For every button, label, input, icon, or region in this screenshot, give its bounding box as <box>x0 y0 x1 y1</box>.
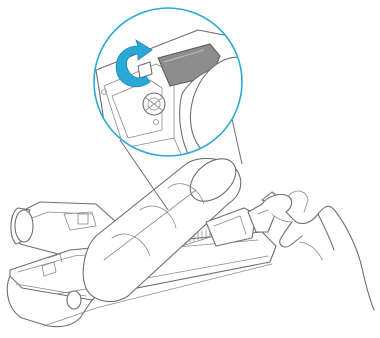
hand <box>262 191 374 310</box>
